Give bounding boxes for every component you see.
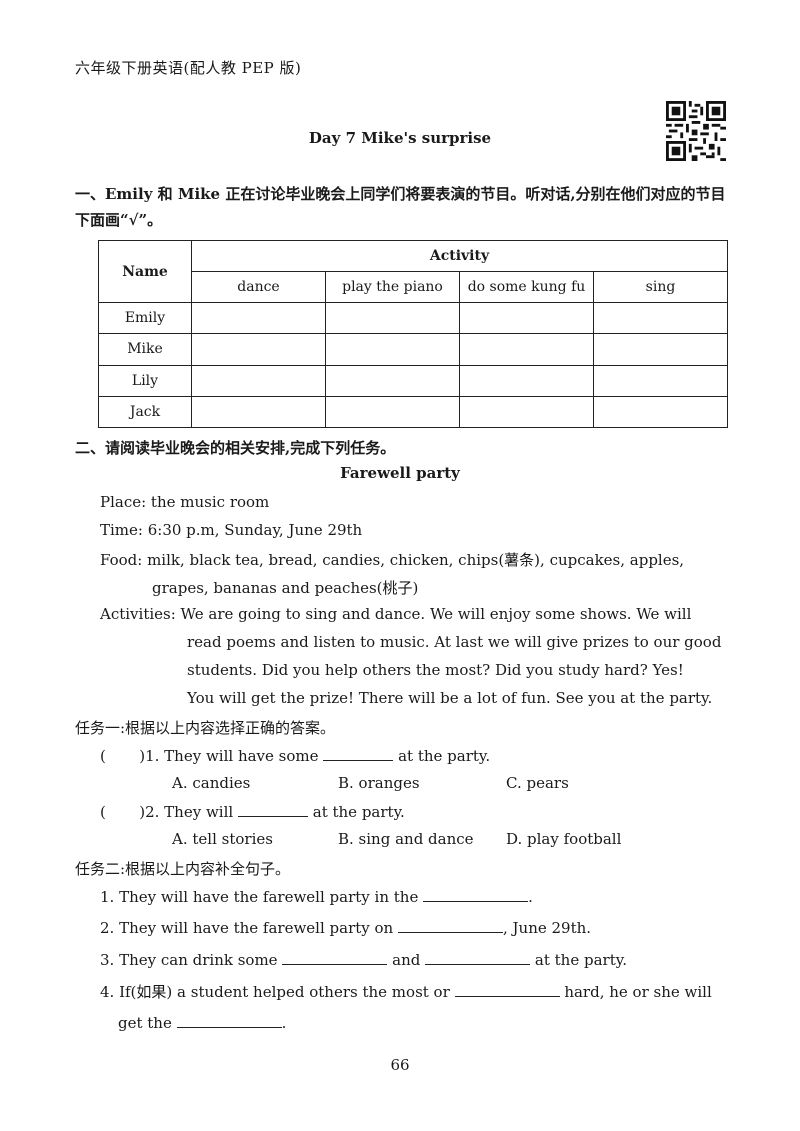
answer-cell[interactable] (459, 395, 594, 429)
page-header: 六年级下册英语(配人教 PEP 版) (75, 59, 302, 77)
answer-paren[interactable]: ( (100, 747, 140, 765)
page-title: Day 7 Mike's surprise (308, 129, 492, 147)
answer-cell[interactable] (593, 395, 728, 429)
q1-option-c[interactable]: C. pears (506, 774, 569, 792)
answer-blank[interactable] (323, 746, 394, 761)
q1-option-b[interactable]: B. oranges (338, 774, 420, 792)
answer-blank[interactable] (237, 802, 308, 817)
activities-line: You will get the prize! There will be a … (187, 689, 713, 707)
activity-table: Name Activity dance play the piano do so… (98, 239, 728, 429)
sentence-1: 1. They will have the farewell party in … (100, 887, 533, 906)
answer-cell[interactable] (593, 333, 728, 366)
row-name: Emily (98, 302, 192, 335)
answer-cell[interactable] (593, 364, 728, 397)
activity-col: do some kung fu (459, 270, 594, 304)
activities-line: Activities: We are going to sing and dan… (100, 605, 692, 623)
answer-cell[interactable] (325, 395, 460, 429)
answer-cell[interactable] (325, 333, 460, 366)
answer-blank[interactable] (398, 918, 503, 933)
row-name: Lily (98, 364, 192, 397)
answer-cell[interactable] (191, 364, 326, 397)
answer-cell[interactable] (191, 302, 326, 335)
food-line: grapes, bananas and peaches(桃子) (152, 579, 419, 597)
page-number: 66 (390, 1056, 410, 1074)
table-row: Jack (98, 395, 728, 429)
table-row: Emily (98, 302, 728, 335)
answer-blank[interactable] (425, 950, 531, 965)
sentence-2: 2. They will have the farewell party on … (100, 918, 592, 937)
answer-paren[interactable]: ( (100, 803, 140, 821)
q1-option-a[interactable]: A. candies (172, 774, 251, 792)
answer-blank[interactable] (176, 1013, 282, 1028)
answer-cell[interactable] (325, 364, 460, 397)
sentence-3: 3. They can drink some and at the party. (100, 950, 627, 969)
answer-cell[interactable] (459, 333, 594, 366)
place-line: Place: the music room (100, 493, 270, 511)
task1-title: 任务一:根据以上内容选择正确的答案。 (75, 719, 336, 737)
row-name: Mike (98, 333, 192, 366)
section1-instruction: 一、Emily 和 Mike 正在讨论毕业晚会上同学们将要表演的节目。听对话,分… (75, 185, 726, 229)
q2-option-a[interactable]: A. tell stories (172, 830, 273, 848)
qr-code-icon (666, 101, 726, 161)
answer-cell[interactable] (593, 302, 728, 335)
answer-cell[interactable] (459, 302, 594, 335)
time-line: Time: 6:30 p.m, Sunday, June 29th (100, 521, 363, 539)
party-title: Farewell party (340, 464, 460, 482)
q2-option-b[interactable]: B. sing and dance (338, 830, 474, 848)
name-header: Name (98, 239, 192, 304)
answer-cell[interactable] (191, 333, 326, 366)
answer-cell[interactable] (459, 364, 594, 397)
table-row: Lily (98, 364, 728, 397)
table-row: Mike (98, 333, 728, 366)
answer-blank[interactable] (423, 887, 529, 902)
section2-instruction: 二、请阅读毕业晚会的相关安排,完成下列任务。 (75, 439, 396, 457)
answer-blank[interactable] (454, 982, 560, 997)
activities-line: read poems and listen to music. At last … (187, 633, 722, 651)
activity-header: Activity (191, 240, 728, 272)
answer-cell[interactable] (191, 395, 326, 429)
answer-blank[interactable] (282, 950, 388, 965)
activity-col: sing (593, 270, 728, 304)
sentence-4: 4. If(如果) a student helped others the mo… (100, 982, 712, 1001)
sentence-4-continued: get the . (118, 1013, 287, 1032)
food-line: Food: milk, black tea, bread, candies, c… (100, 551, 685, 569)
activity-col: dance (191, 270, 326, 304)
activity-col: play the piano (325, 270, 460, 304)
question-1: ( )1. They will have some at the party. (100, 746, 491, 765)
row-name: Jack (98, 395, 192, 429)
answer-cell[interactable] (325, 302, 460, 335)
question-2: ( )2. They will at the party. (100, 802, 405, 821)
activities-line: students. Did you help others the most? … (187, 661, 684, 679)
task2-title: 任务二:根据以上内容补全句子。 (75, 860, 291, 878)
q2-option-d[interactable]: D. play football (506, 830, 622, 848)
